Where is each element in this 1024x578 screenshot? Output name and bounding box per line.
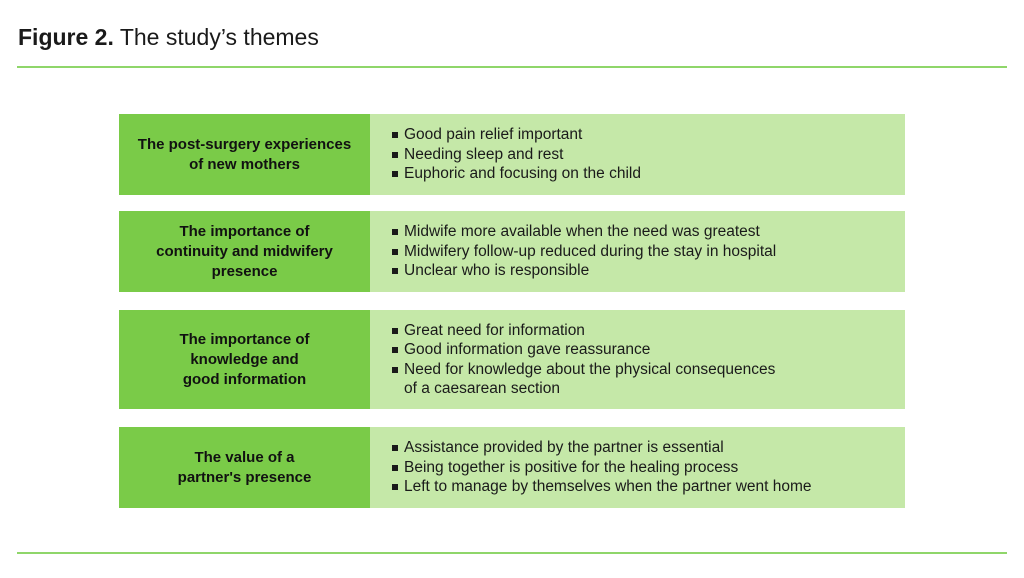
square-bullet-icon bbox=[392, 445, 398, 452]
theme-point-text: Great need for information bbox=[404, 321, 585, 339]
theme-title-box: The value of a partner's presence bbox=[119, 427, 370, 508]
theme-title: The value of a partner's presence bbox=[177, 448, 312, 486]
square-bullet-icon bbox=[392, 171, 398, 178]
theme-point: Midwifery follow-up reduced during the s… bbox=[392, 242, 905, 262]
theme-row-knowledge: The importance of knowledge and good inf… bbox=[119, 310, 905, 409]
theme-point-text: Needing sleep and rest bbox=[404, 145, 564, 163]
theme-point: Unclear who is responsible bbox=[392, 261, 905, 281]
theme-point: Midwife more available when the need was… bbox=[392, 222, 905, 242]
theme-point-text: Assistance provided by the partner is es… bbox=[404, 439, 724, 457]
theme-point-text: Being together is positive for the heali… bbox=[404, 458, 739, 476]
square-bullet-icon bbox=[392, 327, 398, 334]
square-bullet-icon bbox=[392, 464, 398, 471]
theme-point: Good information gave reassurance bbox=[392, 340, 905, 360]
theme-point: Assistance provided by the partner is es… bbox=[392, 438, 905, 458]
figure-caption: Figure 2. The study’s themes bbox=[18, 20, 319, 54]
square-bullet-icon bbox=[392, 268, 398, 275]
theme-point: Being together is positive for the heali… bbox=[392, 458, 905, 478]
theme-points-box: Good pain relief important Needing sleep… bbox=[370, 114, 905, 195]
theme-point: Left to manage by themselves when the pa… bbox=[392, 477, 905, 497]
top-divider bbox=[17, 66, 1007, 68]
theme-point-text: Unclear who is responsible bbox=[404, 262, 590, 280]
square-bullet-icon bbox=[392, 229, 398, 236]
square-bullet-icon bbox=[392, 151, 398, 158]
theme-row-partner: The value of a partner's presence Assist… bbox=[119, 427, 905, 508]
theme-points-box: Midwife more available when the need was… bbox=[370, 211, 905, 292]
theme-point: Needing sleep and rest bbox=[392, 145, 905, 165]
theme-point-text: Left to manage by themselves when the pa… bbox=[404, 478, 812, 496]
theme-point-text: Midwife more available when the need was… bbox=[404, 223, 760, 241]
theme-points-box: Great need for information Good informat… bbox=[370, 310, 905, 409]
theme-row-continuity: The importance of continuity and midwife… bbox=[119, 211, 905, 292]
theme-point: Need for knowledge about the physical co… bbox=[392, 360, 905, 399]
square-bullet-icon bbox=[392, 132, 398, 139]
theme-point: Euphoric and focusing on the child bbox=[392, 164, 905, 184]
figure-label: Figure 2. bbox=[18, 24, 114, 50]
theme-title-box: The post-surgery experiences of new moth… bbox=[119, 114, 370, 195]
figure-title: The study’s themes bbox=[119, 24, 319, 50]
square-bullet-icon bbox=[392, 366, 398, 373]
theme-row-post-surgery: The post-surgery experiences of new moth… bbox=[119, 114, 905, 195]
theme-point-text: Good pain relief important bbox=[404, 126, 583, 144]
theme-title: The importance of continuity and midwife… bbox=[156, 222, 333, 280]
theme-title-box: The importance of continuity and midwife… bbox=[119, 211, 370, 292]
theme-points-box: Assistance provided by the partner is es… bbox=[370, 427, 905, 508]
theme-point: Good pain relief important bbox=[392, 125, 905, 145]
theme-point-text: Need for knowledge about the physical co… bbox=[404, 360, 776, 398]
theme-point-text: Midwifery follow-up reduced during the s… bbox=[404, 242, 777, 260]
square-bullet-icon bbox=[392, 248, 398, 255]
theme-point: Great need for information bbox=[392, 321, 905, 341]
theme-title: The importance of knowledge and good inf… bbox=[179, 330, 310, 388]
theme-title-box: The importance of knowledge and good inf… bbox=[119, 310, 370, 409]
theme-point-text: Euphoric and focusing on the child bbox=[404, 165, 641, 183]
bottom-divider bbox=[17, 552, 1007, 554]
square-bullet-icon bbox=[392, 347, 398, 353]
square-bullet-icon bbox=[392, 484, 398, 491]
theme-point-text: Good information gave reassurance bbox=[404, 341, 651, 358]
theme-title: The post-surgery experiences of new moth… bbox=[137, 135, 352, 173]
